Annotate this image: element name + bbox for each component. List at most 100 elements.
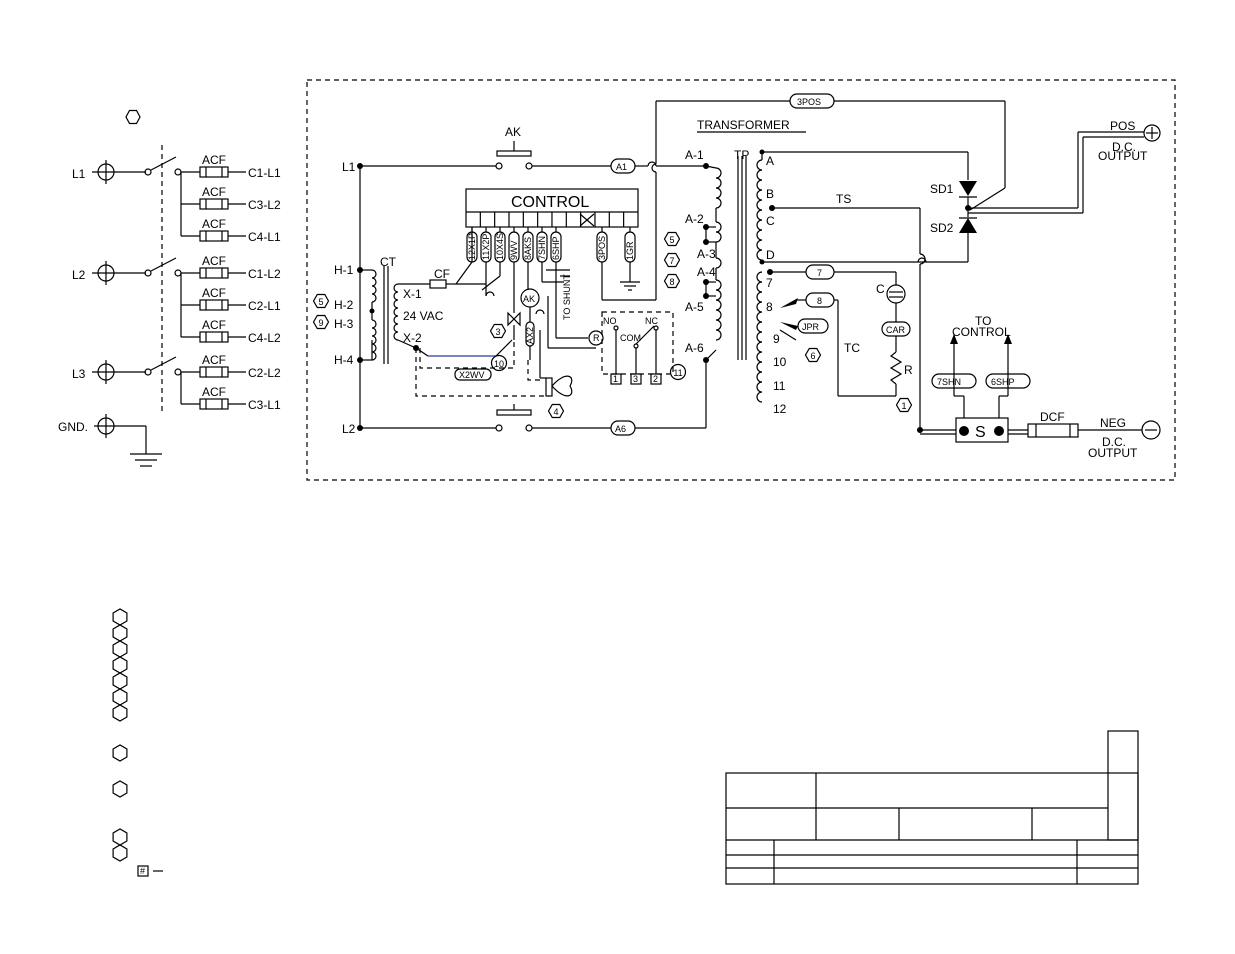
- line-l3-group: L3: [72, 356, 200, 405]
- tap-selector-8: [780, 298, 798, 308]
- pos-dc-label: D.C.: [1112, 140, 1136, 154]
- relay-com-label: COM: [620, 333, 641, 343]
- ts-label: TS: [836, 192, 851, 206]
- marker-6shp-label: 6SHP: [991, 377, 1015, 387]
- tap-h1: H-1: [334, 263, 354, 277]
- svg-text:8: 8: [669, 277, 674, 287]
- marker-3pos-label: 3POS: [797, 97, 821, 107]
- control-pin-label: 3POS: [597, 236, 607, 260]
- transformer-label: TRANSFORMER: [697, 118, 790, 132]
- note-marker: 9: [312, 314, 330, 330]
- main-transformer-primary: [715, 167, 722, 341]
- x2wv-label: X2WV: [459, 370, 485, 380]
- svg-text:4: 4: [553, 407, 558, 417]
- tap-h3: H-3: [334, 317, 354, 331]
- acf-circuit-label: C4-L2: [248, 331, 281, 345]
- switch-l1: [150, 156, 177, 171]
- relay-nc-label: NC: [645, 316, 658, 326]
- tap-a6: A-6: [685, 341, 704, 355]
- note-hexagon-top: [125, 109, 141, 125]
- neg-output-label: OUTPUT: [1088, 446, 1138, 460]
- legend-hash: #: [140, 866, 145, 876]
- note-marker: 4: [547, 403, 565, 419]
- acf-fuse: ACF C4-L2: [199, 318, 281, 345]
- acf-label: ACF: [202, 353, 226, 367]
- tap-c: C: [766, 214, 775, 228]
- ak-contact-bar: [496, 150, 532, 157]
- dcf-label: DCF: [1040, 410, 1065, 424]
- legend-hexagon: [112, 744, 128, 762]
- ct-label: CT: [380, 255, 397, 269]
- acf-label: ACF: [202, 153, 226, 167]
- fan-motor: [545, 377, 553, 397]
- acf-circuit-label: C1-L2: [248, 267, 281, 281]
- control-pin-label: 6SHP: [551, 236, 561, 260]
- relay-coil: [588, 330, 604, 346]
- jumper-7-label: 7: [817, 268, 822, 278]
- svg-text:10: 10: [494, 359, 504, 369]
- line-l1-label: L1: [72, 167, 86, 181]
- control-pin-cells: [479, 212, 625, 227]
- pos-label: POS: [1110, 119, 1135, 133]
- acf-fuses: ACFC1-L1ACFC3-L2ACFC4-L1ACFC1-L2ACFC2-L1…: [199, 153, 281, 412]
- switch-l3: [150, 356, 177, 371]
- ak-contactor-label: AK: [505, 125, 521, 139]
- note-marker: 6: [804, 347, 822, 363]
- pos-terminal-icon: [1143, 124, 1161, 142]
- cf-label: CF: [434, 267, 450, 281]
- control-pin-label: 7SHN: [537, 236, 547, 260]
- note-marker: 1: [895, 397, 913, 413]
- tap-7: 7: [766, 276, 773, 290]
- line-l2-group: L2: [72, 257, 200, 338]
- note-marker: 3: [489, 323, 507, 339]
- ground-group: GND.: [58, 414, 162, 467]
- tap-b: B: [766, 187, 774, 201]
- relay-term-1: [610, 373, 622, 385]
- note-marker: 10: [490, 354, 508, 372]
- tap-h4: H-4: [334, 353, 354, 367]
- tap-11: 11: [773, 379, 786, 393]
- legend-hexagon: [112, 640, 128, 658]
- jumper-8-label: 8: [817, 296, 822, 306]
- svg-text:7: 7: [669, 256, 674, 266]
- legend-hexagon: [112, 624, 128, 642]
- neg-label: NEG: [1100, 416, 1126, 430]
- cf-fuse: [429, 279, 447, 289]
- pos-output-label: OUTPUT: [1098, 149, 1148, 163]
- acf-circuit-label: C4-L1: [248, 230, 281, 244]
- ct-transformer: [371, 266, 399, 364]
- acf-circuit-label: C1-L1: [248, 166, 281, 180]
- tc-label: TC: [844, 341, 860, 355]
- main-l2-label: L2: [342, 422, 356, 436]
- shunt-s-label: S: [975, 424, 986, 441]
- neg-terminal-icon: [1141, 420, 1161, 440]
- control-pin-label: 8AKS: [523, 237, 533, 260]
- acf-label: ACF: [202, 217, 226, 231]
- machine-enclosure-boundary: [306, 79, 1176, 481]
- tap-selector-9: [780, 322, 798, 330]
- relay-no-label: NO: [603, 316, 617, 326]
- title-block: [725, 730, 1139, 885]
- acf-label: ACF: [202, 286, 226, 300]
- svg-text:6: 6: [810, 351, 815, 361]
- tap-h2: H-2: [334, 298, 354, 312]
- tap-a: A: [766, 154, 774, 168]
- acf-label: ACF: [202, 254, 226, 268]
- to-shunt-label: TO SHUNT: [562, 274, 572, 320]
- sd2-diode: [959, 218, 977, 233]
- relay-coil-label: R: [593, 333, 600, 343]
- note-marker: 8: [663, 273, 681, 289]
- legend-hexagon: [112, 844, 128, 862]
- relay-term-2-label: 2: [653, 374, 658, 384]
- marker-car-label: CAR: [886, 325, 906, 335]
- tap-x1: X-1: [403, 287, 422, 301]
- line-l3-label: L3: [72, 367, 86, 381]
- acf-label: ACF: [202, 318, 226, 332]
- svg-text:5: 5: [669, 235, 674, 245]
- svg-text:3: 3: [495, 327, 500, 337]
